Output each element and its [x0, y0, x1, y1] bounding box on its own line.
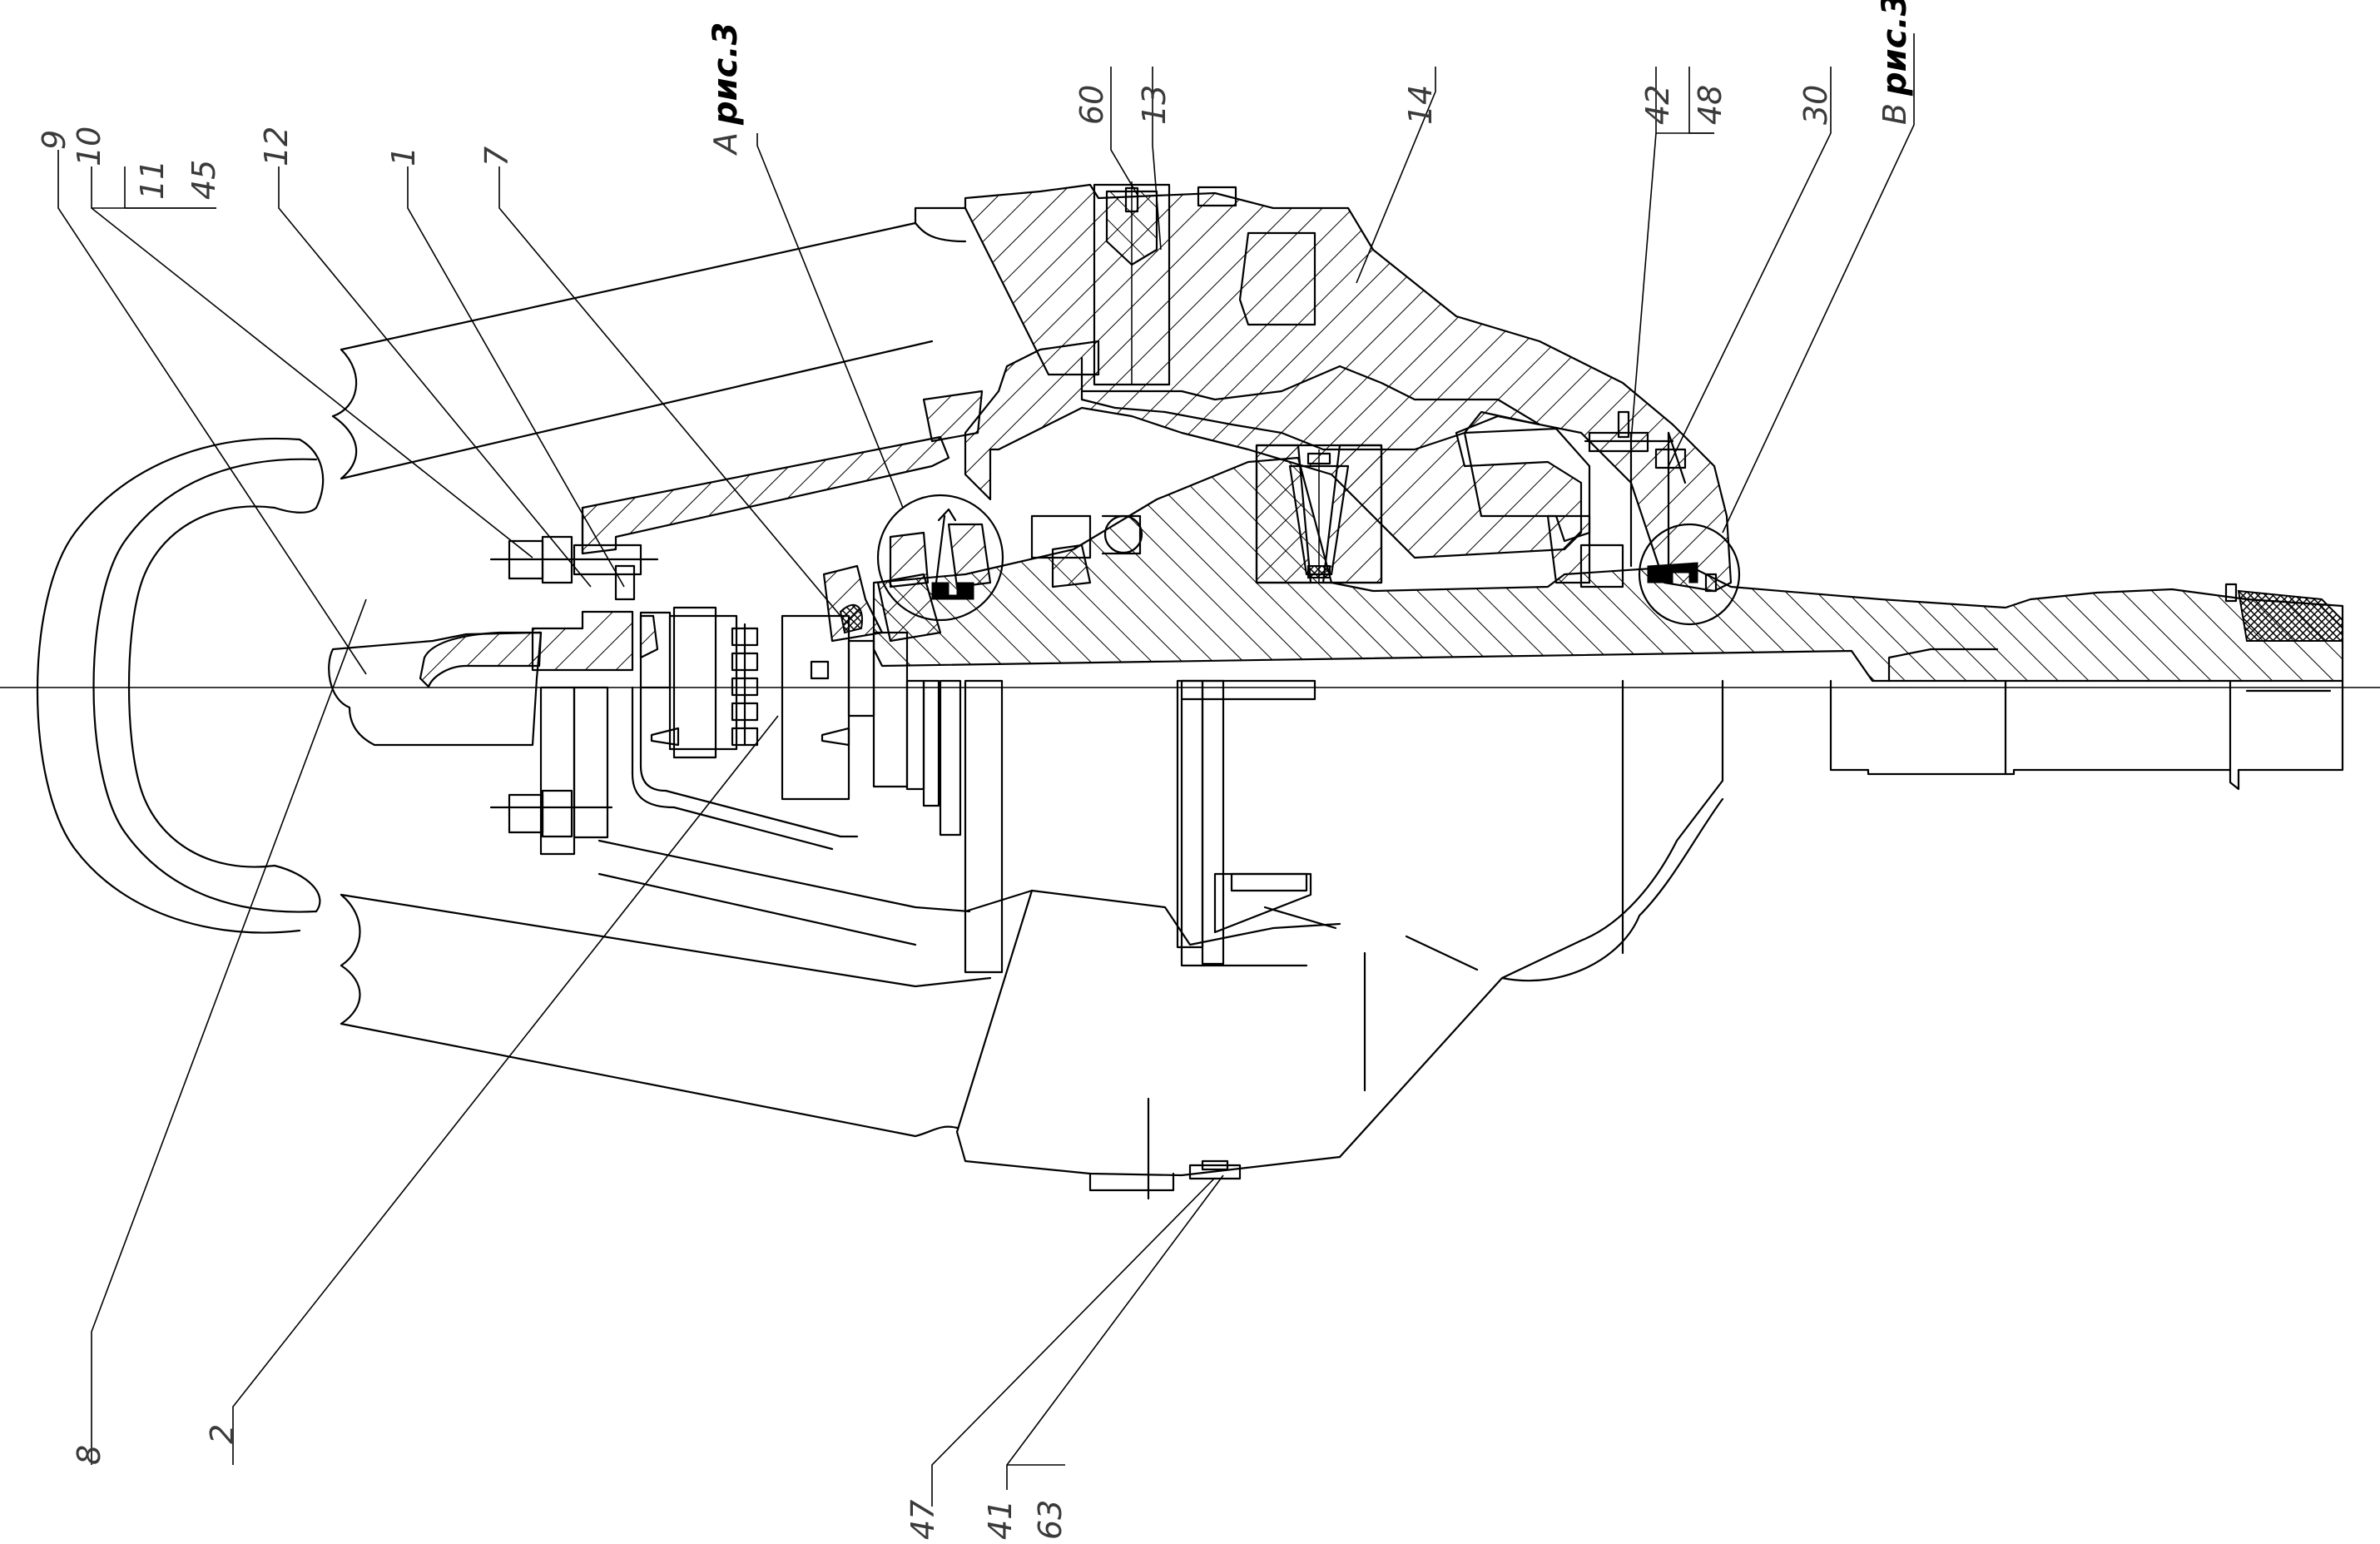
leader-lines	[57, 33, 1915, 1507]
callout-45: 45	[186, 160, 222, 200]
callout-a-letter: A	[707, 132, 744, 156]
callout-10: 10	[71, 127, 107, 166]
detail-a	[876, 494, 1143, 622]
left-flange-assembly	[328, 390, 1308, 974]
elbow-shell	[37, 438, 325, 934]
callout-b-letter: B	[1877, 103, 1913, 125]
callout-63: 63	[1032, 1500, 1069, 1540]
callout-11: 11	[134, 160, 171, 200]
callout-48: 48	[1692, 85, 1728, 125]
detail-b	[1546, 410, 1741, 626]
callout-14: 14	[1402, 85, 1439, 125]
callout-2: 2	[204, 1424, 240, 1444]
housing-body	[331, 206, 1724, 1200]
center-bearing-block	[1180, 444, 1383, 967]
callout-b-ref: рис.3	[1876, 0, 1914, 97]
housing-part-14	[964, 181, 1733, 593]
main-shaft	[872, 456, 2344, 980]
callout-60: 60	[1073, 85, 1110, 125]
callouts: 9 10 11 45 12 1 7 A рис.3 60 13 14 42 48…	[36, 0, 1914, 1540]
callout-41: 41	[982, 1500, 1019, 1540]
callout-8: 8	[71, 1445, 107, 1465]
callout-9: 9	[36, 130, 72, 150]
callout-47: 47	[905, 1500, 941, 1540]
callout-42: 42	[1639, 85, 1676, 125]
callout-7: 7	[478, 146, 515, 166]
callout-a-ref: рис.3	[707, 22, 745, 126]
callout-1: 1	[385, 146, 422, 166]
callout-12: 12	[258, 127, 295, 166]
callout-30: 30	[1797, 85, 1834, 125]
callout-13: 13	[1136, 85, 1173, 125]
